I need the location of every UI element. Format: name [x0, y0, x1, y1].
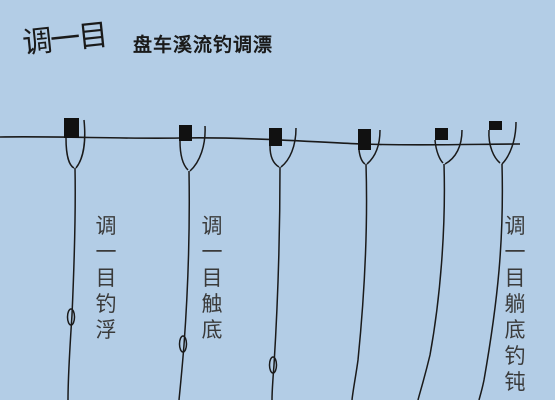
diagram-title: 盘车溪流钓调漂 [133, 34, 274, 56]
float-4 [351, 129, 381, 400]
label-glyph: 调 [504, 214, 526, 238]
float-3 [268, 127, 297, 400]
float-1-tip [64, 118, 79, 138]
float-2 [178, 125, 206, 400]
float-5-tip [435, 128, 448, 140]
label-float-suspended: 调一目钓浮 [93, 216, 119, 346]
label-lying-bottom: 调一目躺底钓钝 [502, 216, 528, 398]
float-4-tip [358, 129, 371, 150]
label-glyph: 底 [201, 318, 223, 342]
float-2-sinker [178, 335, 188, 353]
float-2-tip [179, 125, 192, 141]
label-glyph: 一 [95, 240, 117, 264]
float-3-line [271, 166, 281, 400]
label-glyph: 触 [201, 292, 223, 316]
float-2-line [178, 170, 190, 400]
float-4-line [351, 163, 368, 400]
label-glyph: 一 [201, 240, 223, 264]
label-glyph: 浮 [95, 318, 117, 342]
label-glyph: 一 [504, 240, 526, 264]
float-3-sinker [268, 356, 278, 374]
float-6-tip [489, 121, 502, 130]
float-5-line [417, 163, 446, 400]
water-surface-line [0, 135, 521, 146]
float-5 [417, 128, 463, 400]
float-3-tip [269, 128, 282, 146]
label-glyph: 目 [504, 266, 526, 290]
float-6 [478, 121, 517, 400]
label-glyph: 调 [201, 214, 223, 238]
float-1 [64, 118, 86, 400]
label-glyph: 躺 [504, 292, 526, 316]
label-glyph: 钝 [504, 370, 526, 394]
label-glyph: 钓 [95, 292, 117, 316]
float-1-sinker [66, 308, 76, 326]
label-glyph: 目 [95, 266, 117, 290]
label-glyph: 调 [95, 214, 117, 238]
label-touch-bottom: 调一目触底 [199, 216, 225, 346]
label-glyph: 钓 [504, 344, 526, 368]
float-6-line [478, 163, 504, 400]
float-1-line [67, 167, 77, 400]
label-glyph: 底 [504, 318, 526, 342]
label-glyph: 目 [201, 266, 223, 290]
